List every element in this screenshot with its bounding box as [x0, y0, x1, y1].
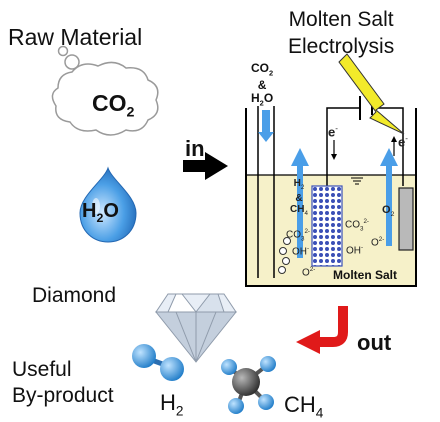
- cathode-electrode: [311, 185, 343, 267]
- oxide-right-label: O2-: [371, 236, 385, 249]
- in-label: in: [185, 136, 205, 161]
- in-arrow-icon: [183, 152, 228, 180]
- diamond-icon: [154, 293, 238, 363]
- h2o-o: O: [103, 200, 119, 222]
- oxide-left-label: O2-: [302, 266, 316, 279]
- useful-byproduct-label: Useful By-product: [12, 357, 114, 409]
- lightning-bolt-icon: [338, 53, 405, 135]
- feed-down-arrow: [258, 110, 274, 142]
- carbonate-left-label: CO32-: [286, 228, 310, 243]
- electron-up-arrow: [391, 136, 397, 142]
- electron-left-label: e-: [328, 124, 338, 140]
- co2-text: CO: [92, 90, 127, 116]
- gas-feed-tube: [257, 106, 275, 278]
- out-label: out: [357, 330, 392, 355]
- ch4-product-label: CH4: [284, 392, 323, 420]
- h2o-h: H: [82, 200, 97, 222]
- feed-gas-label: CO2 & H2O: [251, 62, 273, 110]
- anode-electrode: [398, 187, 414, 251]
- h2-text: H: [160, 390, 176, 415]
- h2-ch4-gas-label: H2 & CH4: [290, 178, 308, 217]
- h2o-formula: H2O: [82, 200, 119, 225]
- o2-gas-arrow: [380, 148, 398, 246]
- diamond-label: Diamond: [32, 284, 117, 307]
- feed-h2o: H2O: [251, 91, 274, 108]
- useful-line-1: Useful: [12, 358, 72, 381]
- o2-gas-label: O2: [382, 204, 395, 219]
- co2-formula: CO2: [92, 90, 134, 121]
- gas-bubbles: [278, 237, 291, 274]
- raw-material-label: Raw Material: [8, 24, 143, 50]
- feed-co2: CO2: [251, 61, 274, 78]
- ch4-molecule-icon: [221, 356, 276, 414]
- thought-cloud: [51, 45, 159, 136]
- ch4-subscript: 4: [315, 405, 324, 421]
- thought-bubble-small: [64, 54, 80, 70]
- feed-ampersand: &: [257, 78, 267, 93]
- carbonate-right-label: CO32-: [345, 218, 369, 233]
- circuit-wire: [326, 107, 404, 186]
- ch4-text: CH: [284, 392, 316, 417]
- h2-product-label: H2: [160, 390, 183, 418]
- cell-vessel: [245, 108, 417, 287]
- h2-ch4-gas-arrow: [291, 148, 309, 258]
- molten-salt-electrolysis-title: Molten Salt Electrolysis: [288, 6, 394, 60]
- hydroxide-right-label: OH-: [346, 244, 364, 257]
- molten-salt-label: Molten Salt: [333, 268, 398, 282]
- electrolysis-cell: [245, 96, 417, 287]
- hydroxide-left-label: OH-: [292, 245, 310, 258]
- h2o-subscript: 2: [96, 211, 104, 225]
- h2-subscript: 2: [175, 403, 184, 419]
- thought-bubble-tiny: [57, 45, 69, 57]
- useful-line-2: By-product: [12, 384, 114, 407]
- h2-molecule-icon: [132, 344, 184, 381]
- co2-subscript: 2: [126, 104, 135, 121]
- title-line-2: Electrolysis: [288, 35, 395, 58]
- out-arrow-icon: [296, 306, 348, 354]
- electron-down-arrow: [331, 154, 337, 160]
- title-line-1: Molten Salt: [288, 8, 394, 31]
- electron-right-label: e-: [398, 134, 408, 150]
- water-drop-icon: [79, 166, 137, 243]
